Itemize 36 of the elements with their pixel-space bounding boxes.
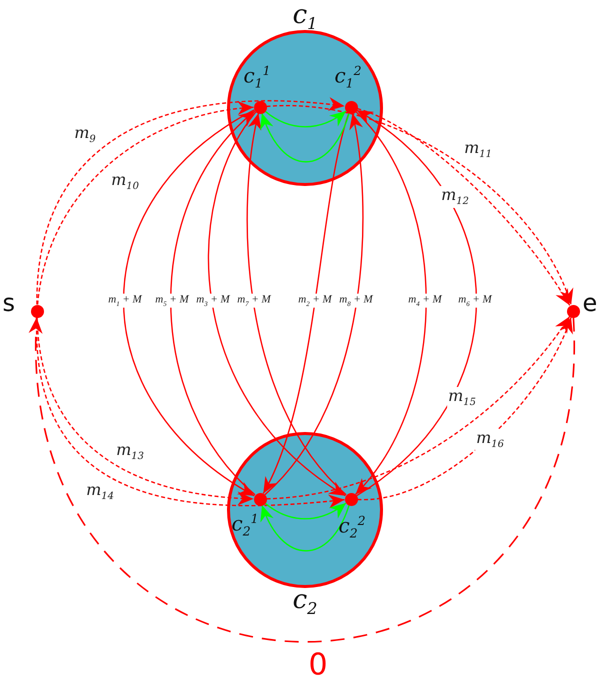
arrow — [264, 110, 346, 128]
arrow — [30, 317, 574, 642]
arrow — [264, 502, 346, 520]
edge-label: m$_{3}$ + M — [195, 293, 231, 308]
edge-label: m$_{2}$ + M — [297, 293, 333, 308]
arrow — [36, 317, 254, 506]
arrow — [260, 112, 350, 162]
edge-label: m$_{12}$ — [440, 186, 470, 208]
arrow — [355, 111, 427, 495]
edge-label: m$_{5}$ + M — [154, 293, 190, 308]
arrow — [357, 316, 572, 500]
arrow — [357, 108, 570, 306]
edge-label: m$_{15}$ — [447, 386, 477, 410]
edge-label: m$_{6}$ + M — [457, 293, 493, 308]
vertex-label: e — [582, 290, 598, 314]
edge-label: m$_{4}$ + M — [407, 293, 443, 308]
edge-label: m$_{16}$ — [475, 428, 505, 452]
arrow — [208, 112, 346, 496]
arrow — [170, 110, 256, 496]
vertex-label: s — [2, 290, 16, 314]
cluster-heading: c$_{2}$ — [292, 587, 318, 618]
arrow — [266, 105, 572, 305]
edge-label: m$_{7}$ + M — [236, 293, 272, 308]
arrow — [123, 109, 255, 496]
arrow — [262, 112, 350, 494]
arrow — [264, 113, 364, 496]
cluster-heading: c$_{1}$ — [292, 2, 318, 32]
arrow — [246, 113, 347, 496]
arrow — [356, 110, 477, 496]
edge-label: m$_{1}$ + M — [107, 293, 143, 308]
arrow — [261, 504, 350, 552]
arrow — [266, 316, 570, 500]
edge-label: 0 — [307, 648, 329, 682]
arrow — [36, 98, 345, 305]
arrow — [36, 102, 254, 305]
edge-label: m$_{8}$ + M — [338, 293, 374, 308]
